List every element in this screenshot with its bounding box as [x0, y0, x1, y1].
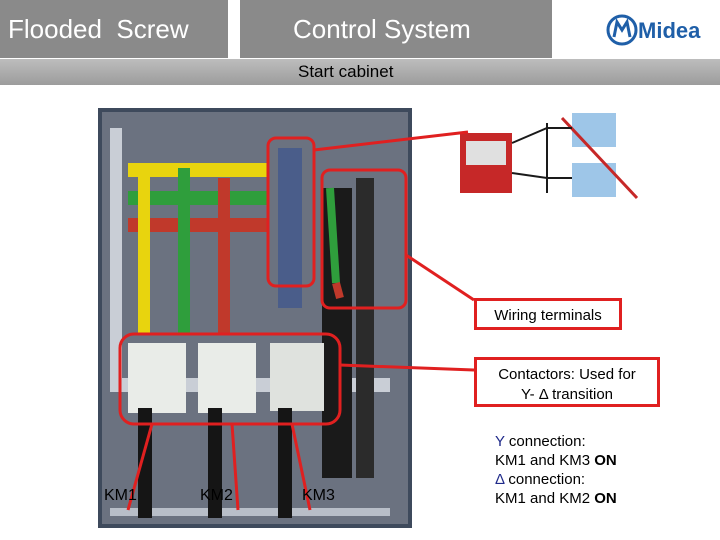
note-d-line2-pre: KM1 and KM2 [495, 490, 595, 507]
note-d-rest: connection: [504, 471, 586, 488]
connection-note: Y connection: KM1 and KM3 ON Δ connectio… [495, 432, 617, 508]
km1-label: KM1 [104, 487, 137, 504]
title-right: Control System [293, 14, 471, 44]
wiring-terminals-callout: Wiring terminals [474, 298, 622, 330]
contactors-label-line1: Contactors: Used for [498, 366, 636, 383]
note-y-line2-pre: KM1 and KM3 [495, 452, 595, 469]
note-y-symbol: Y [495, 433, 505, 450]
note-d-line1: Δ connection: [495, 470, 617, 489]
logo-text: Midea [638, 18, 701, 43]
midea-logo: Midea [606, 14, 701, 46]
cabinet-photo [98, 108, 412, 528]
km2-label: KM2 [200, 487, 233, 504]
contactors-callout: Contactors: Used for Y- Δ transition [474, 357, 660, 407]
title-left: Flooded Screw [8, 14, 189, 44]
note-d-on: ON [594, 490, 617, 507]
wiring-terminals-label: Wiring terminals [494, 307, 602, 324]
contactors-label-line2: Y- Δ transition [520, 386, 613, 403]
header: Flooded Screw Control System Midea [0, 0, 720, 58]
note-d-line2: KM1 and KM2 ON [495, 489, 617, 508]
title-right-box: Control System [240, 0, 552, 58]
note-y-line2: KM1 and KM3 ON [495, 451, 617, 470]
note-y-rest: connection: [504, 433, 586, 450]
km3-label: KM3 [302, 487, 335, 504]
note-y-line1: Y connection: [495, 432, 617, 451]
note-y-on: ON [594, 452, 617, 469]
subtitle: Start cabinet [298, 62, 394, 81]
subtitle-bar: Start cabinet [0, 59, 720, 85]
note-d-symbol: Δ [495, 471, 505, 488]
wiring-diagram-inset [452, 103, 640, 213]
title-left-box: Flooded Screw [0, 0, 228, 58]
